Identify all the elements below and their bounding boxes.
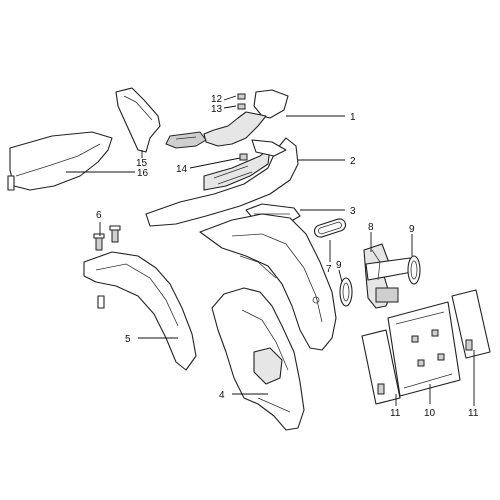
part-15-cover-piece bbox=[115, 87, 161, 153]
callout-6: 6 bbox=[96, 210, 102, 221]
part-2-tail-frame bbox=[145, 137, 299, 227]
callout-1: 1 bbox=[350, 112, 356, 123]
callout-2: 2 bbox=[350, 156, 356, 167]
callout-12: 12 bbox=[211, 94, 223, 105]
part-6-screws bbox=[93, 225, 121, 251]
callout-14: 14 bbox=[176, 164, 188, 175]
part-11-side-panels bbox=[361, 289, 491, 405]
part-7-reflector bbox=[313, 218, 347, 238]
callout-3: 3 bbox=[350, 206, 356, 217]
callout-labels: 1 2 3 4 5 6 7 8 9 9 10 11 11 12 13 14 15… bbox=[96, 94, 479, 419]
callout-4: 4 bbox=[219, 390, 225, 401]
callout-15: 15 bbox=[136, 158, 148, 169]
part-16-side-cover bbox=[7, 131, 113, 191]
callout-8: 8 bbox=[368, 222, 374, 233]
callout-9-right: 9 bbox=[409, 224, 415, 235]
part-5-inner-bracket bbox=[83, 251, 197, 371]
callout-9-left: 9 bbox=[336, 260, 342, 271]
part-9-rubber-rings bbox=[339, 255, 421, 307]
callout-7: 7 bbox=[326, 264, 332, 275]
fasteners-12-13-14 bbox=[237, 93, 248, 161]
part-8-plate-light bbox=[363, 243, 413, 309]
callout-16: 16 bbox=[137, 168, 149, 179]
callout-11-left: 11 bbox=[390, 408, 401, 419]
part-1-grab-handle bbox=[165, 89, 289, 149]
callout-5: 5 bbox=[125, 334, 131, 345]
part-10-license-plate bbox=[387, 301, 461, 397]
callout-13: 13 bbox=[211, 104, 223, 115]
leader-lines bbox=[66, 95, 475, 406]
rear-fender-main bbox=[199, 213, 337, 351]
part-4-mudguard bbox=[211, 287, 305, 431]
callout-11-right: 11 bbox=[468, 408, 479, 419]
callout-10: 10 bbox=[424, 408, 436, 419]
